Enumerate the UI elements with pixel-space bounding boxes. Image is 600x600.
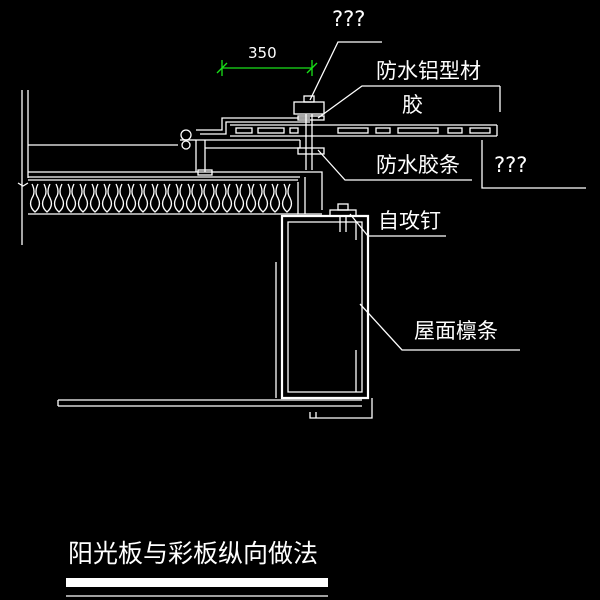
- roof-purlin-label: 屋面檩条: [414, 319, 498, 343]
- dimension-line: [216, 60, 318, 76]
- dimension-label: 350: [248, 44, 277, 62]
- left-wall: [21, 90, 29, 245]
- ridge-flashing: [195, 117, 323, 215]
- color-steel-sheet: [28, 144, 300, 178]
- sunlight-panel: [230, 124, 498, 137]
- insulation-layer: [17, 179, 298, 215]
- top-unknown-label: ???: [332, 7, 365, 31]
- title-underline-thick: [66, 578, 328, 587]
- leader-lines: [309, 41, 586, 351]
- glue-label: 胶: [402, 93, 423, 117]
- self-tapping-screw-label: 自攻钉: [378, 209, 441, 233]
- aluminum-profile-bolt: [293, 95, 325, 170]
- side-unknown-label: ???: [494, 153, 527, 177]
- bottom-plate: [57, 398, 373, 419]
- roof-purlin: [275, 214, 370, 400]
- self-tapping-screw: [329, 203, 357, 232]
- drawing-title: 阳光板与彩板纵向做法: [68, 539, 318, 568]
- waterproof-aluminum-profile-label: 防水铝型材: [376, 59, 481, 83]
- waterproof-strip-label: 防水胶条: [376, 153, 460, 177]
- rivet: [180, 129, 196, 150]
